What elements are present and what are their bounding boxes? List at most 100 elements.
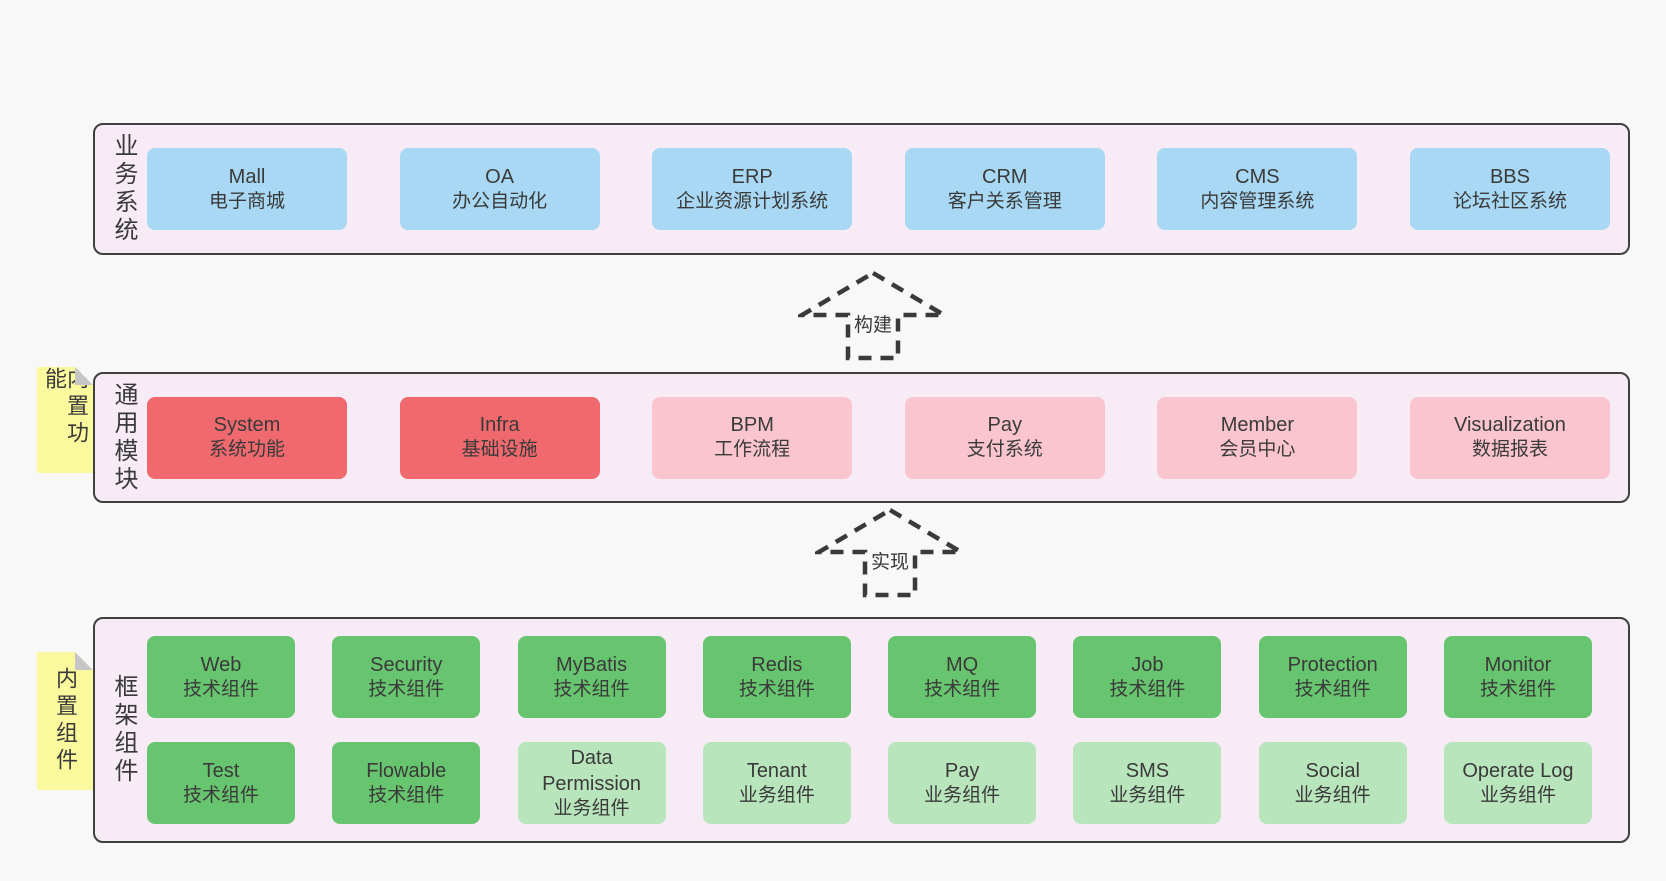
block-arrow-up-icon [798, 270, 948, 361]
box-title: Operate Log [1462, 759, 1574, 782]
box-title: Infra [479, 414, 520, 437]
box-subtitle: 业务组件 [1294, 784, 1371, 806]
box-subtitle: 内容管理系统 [1200, 190, 1315, 212]
box-subtitle: 技术组件 [1109, 678, 1186, 700]
box-sms: SMS 业务组件 [1073, 742, 1222, 824]
box-security: Security 技术组件 [332, 636, 481, 718]
box-title: Redis [751, 653, 803, 676]
box-subtitle: 基础设施 [461, 439, 538, 461]
business-box-row: Mall 电子商城 OA 办公自动化 ERP 企业资源计划系统 CRM 客户关系… [147, 148, 1628, 230]
box-system: System 系统功能 [147, 396, 347, 479]
box-subtitle: 系统功能 [208, 439, 285, 461]
box-subtitle: 技术组件 [1294, 678, 1371, 700]
box-subtitle: 业务组件 [738, 784, 815, 806]
arrow-label-implement: 实现 [867, 552, 913, 575]
box-subtitle: 业务组件 [924, 784, 1001, 806]
box-subtitle: 技术组件 [182, 784, 259, 806]
box-data-permission: Data Permission 业务组件 [517, 742, 666, 824]
box-subtitle: 技术组件 [1479, 678, 1556, 700]
box-operate-log: Operate Log 业务组件 [1443, 742, 1592, 824]
box-title: Mall [228, 165, 266, 188]
box-mybatis: MyBatis 技术组件 [517, 636, 666, 718]
box-subtitle: 客户关系管理 [947, 190, 1062, 212]
box-title: Tenant [746, 759, 807, 782]
box-subtitle: 业务组件 [553, 797, 630, 819]
box-oa: OA 办公自动化 [399, 148, 600, 230]
box-title: Flowable [366, 759, 447, 782]
box-title: Web [200, 653, 242, 676]
box-social: Social 业务组件 [1258, 742, 1407, 824]
box-subtitle: 论坛社区系统 [1452, 190, 1567, 212]
box-monitor: Monitor 技术组件 [1443, 636, 1592, 718]
box-subtitle: 数据报表 [1471, 439, 1548, 461]
box-title: ERP [731, 165, 773, 188]
box-title: MyBatis [556, 653, 628, 676]
modules-box-row: System 系统功能 Infra 基础设施 BPM 工作流程 Pay 支付系统… [147, 396, 1628, 479]
band-label-framework-components: 框架组件 [110, 674, 137, 786]
box-subtitle: 电子商城 [208, 190, 285, 212]
box-title: Pay [944, 759, 980, 782]
box-title: OA [485, 165, 515, 188]
framework-rows: Web 技术组件 Security 技术组件 MyBatis 技术组件 Redi… [147, 636, 1628, 824]
dashed-up-arrow-implement: 实现 [815, 506, 965, 598]
box-title: Visualization [1454, 414, 1566, 437]
box-title: SMS [1125, 759, 1170, 782]
box-pay-module: Pay 支付系统 [904, 396, 1105, 479]
box-subtitle: 支付系统 [966, 439, 1043, 461]
box-pay-component: Pay 业务组件 [888, 742, 1037, 824]
band-label-common-modules: 通用模块 [110, 381, 137, 494]
box-subtitle: 业务组件 [1479, 784, 1556, 806]
box-subtitle: 企业资源计划系统 [676, 190, 829, 212]
box-subtitle: 技术组件 [182, 678, 259, 700]
box-tenant: Tenant 业务组件 [702, 742, 851, 824]
box-subtitle: 会员中心 [1219, 439, 1296, 461]
box-redis: Redis 技术组件 [702, 636, 851, 718]
band-business-systems: 业务系统 Mall 电子商城 OA 办公自动化 ERP 企业资源计划系统 CRM… [93, 123, 1630, 255]
box-mq: MQ 技术组件 [888, 636, 1037, 718]
box-subtitle: 技术组件 [924, 678, 1001, 700]
box-title: MQ [946, 653, 979, 676]
box-bbs: BBS 论坛社区系统 [1409, 148, 1610, 230]
box-title: Data Permission [542, 746, 642, 795]
folded-corner-icon [75, 652, 93, 670]
box-subtitle: 工作流程 [714, 439, 791, 461]
box-visualization: Visualization 数据报表 [1409, 396, 1610, 479]
box-title: CRM [982, 165, 1028, 188]
band-label-business-systems: 业务系统 [110, 133, 137, 245]
box-subtitle: 业务组件 [1109, 784, 1186, 806]
box-title: Job [1131, 653, 1164, 676]
band-framework-components: 框架组件 Web 技术组件 Security 技术组件 MyBatis 技术组件… [93, 617, 1630, 843]
box-title: Protection [1287, 653, 1378, 676]
box-job: Job 技术组件 [1073, 636, 1222, 718]
box-title: Security [370, 653, 443, 676]
box-title: CMS [1235, 165, 1280, 188]
box-title: Social [1305, 759, 1360, 782]
box-title: Pay [987, 414, 1023, 437]
box-bpm: BPM 工作流程 [652, 396, 853, 479]
box-title: Monitor [1484, 653, 1552, 676]
box-subtitle: 技术组件 [553, 678, 630, 700]
box-title: BBS [1489, 165, 1530, 188]
sticky-note-text: 内置组件 [53, 667, 78, 775]
box-title: Test [202, 759, 240, 782]
folded-corner-icon [75, 367, 93, 385]
box-subtitle: 技术组件 [368, 784, 445, 806]
sticky-note-builtin-functions: 内置功能 [37, 367, 93, 473]
arrow-label-build: 构建 [850, 315, 896, 338]
box-web: Web 技术组件 [147, 636, 295, 718]
block-arrow-up-icon [815, 507, 965, 598]
box-title: Member [1220, 414, 1295, 437]
box-title: BPM [730, 414, 774, 437]
box-erp: ERP 企业资源计划系统 [652, 148, 853, 230]
framework-row-1: Web 技术组件 Security 技术组件 MyBatis 技术组件 Redi… [147, 636, 1610, 718]
box-test: Test 技术组件 [147, 742, 295, 824]
box-subtitle: 办公自动化 [452, 190, 548, 212]
box-protection: Protection 技术组件 [1258, 636, 1407, 718]
box-subtitle: 技术组件 [738, 678, 815, 700]
box-title: System [213, 414, 281, 437]
band-common-modules: 通用模块 System 系统功能 Infra 基础设施 BPM 工作流程 Pay… [93, 372, 1630, 503]
box-infra: Infra 基础设施 [399, 396, 600, 479]
box-crm: CRM 客户关系管理 [904, 148, 1105, 230]
dashed-up-arrow-build: 构建 [798, 269, 948, 361]
framework-row-2: Test 技术组件 Flowable 技术组件 Data Permission … [147, 742, 1610, 824]
